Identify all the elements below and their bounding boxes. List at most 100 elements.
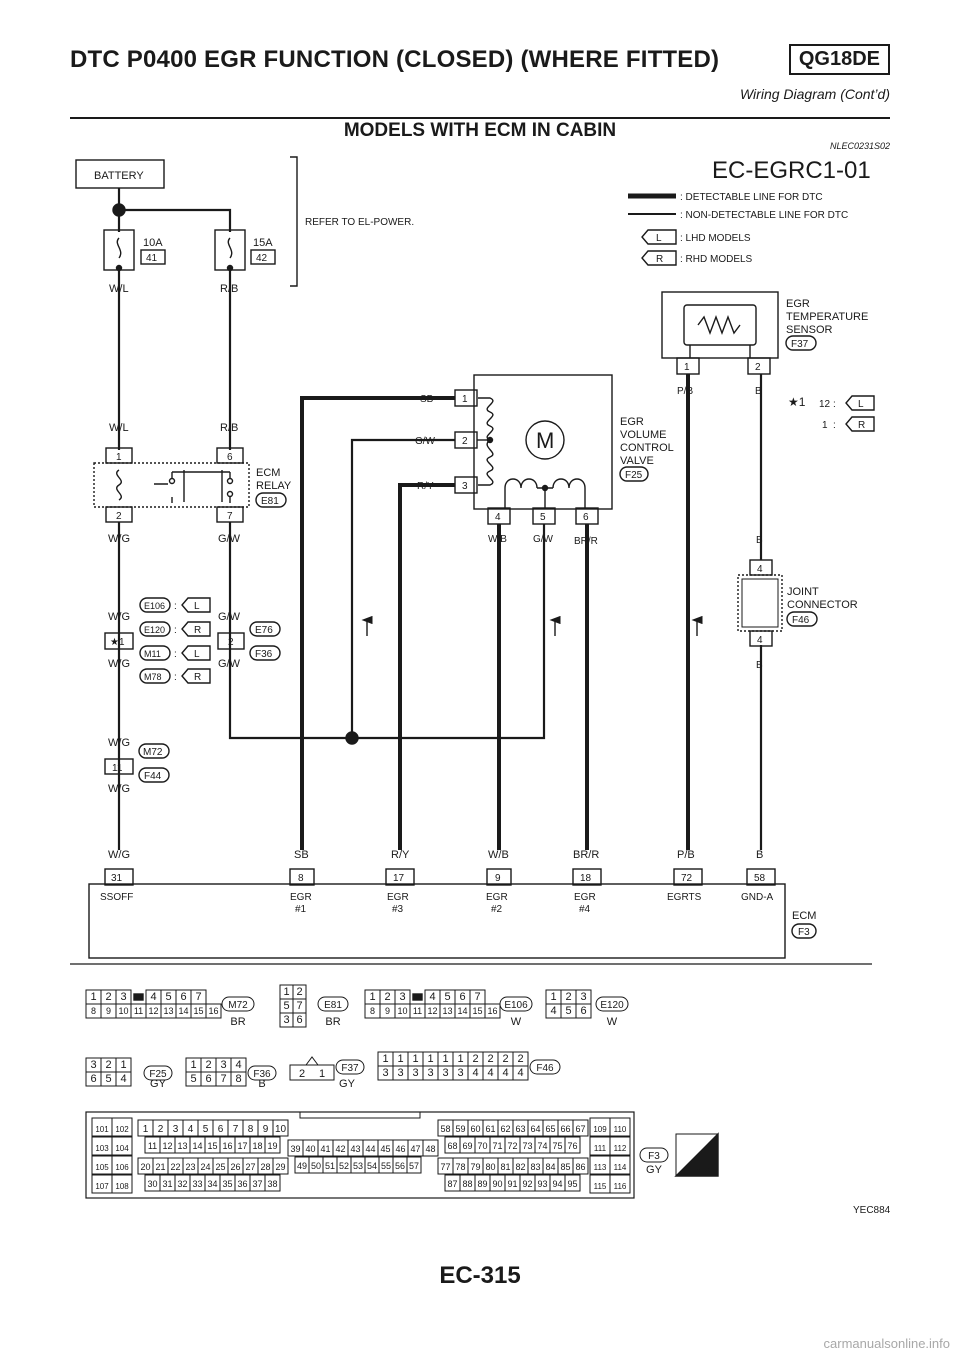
relay-wire-6: R/B xyxy=(220,422,238,434)
joint-wire-bot: B xyxy=(756,660,763,671)
e106-top-pin: 2 xyxy=(384,991,390,1003)
f46-bottom-pin: 4 xyxy=(502,1067,508,1079)
f3-q1-pin: 58 xyxy=(440,1124,450,1134)
egr-valve-pin-3-num: 3 xyxy=(462,481,468,492)
gw-conn-b: F36 xyxy=(255,649,273,660)
f3-left-pin: 104 xyxy=(115,1144,129,1153)
f3-q1-pin: 61 xyxy=(485,1124,495,1134)
f3-left-cell xyxy=(111,1155,133,1175)
f3-r1-pin: 4 xyxy=(188,1124,194,1135)
conn-e106-tag xyxy=(181,597,211,613)
f46-top-pin: 1 xyxy=(382,1053,388,1065)
f3-q3-pin: 82 xyxy=(515,1162,525,1172)
f3-r4-pin: 35 xyxy=(222,1179,232,1189)
e106-bottom-pin: 11 xyxy=(413,1006,422,1016)
egr-valve-pin-6-num: 6 xyxy=(583,512,589,523)
star-note-star: ★1 xyxy=(788,395,806,409)
f46-top-pin: 2 xyxy=(517,1053,523,1065)
f3-right-pin: 114 xyxy=(614,1163,627,1172)
conn-e106-pill xyxy=(139,597,171,613)
f3-q4-pin: 88 xyxy=(462,1179,472,1189)
f3-r4-cell xyxy=(264,1174,281,1192)
f46-top-pin: 1 xyxy=(457,1053,463,1065)
wire-gw-valve xyxy=(350,438,455,738)
f3-right-cell xyxy=(609,1155,631,1175)
ecm-pin-8 xyxy=(289,868,315,886)
fuse-42-dot xyxy=(226,264,234,272)
legend-lhd: : LHD MODELS xyxy=(680,233,751,244)
f37-pin: 2 xyxy=(299,1068,305,1080)
e120-color: W xyxy=(607,1016,618,1028)
f25-color: GY xyxy=(150,1078,167,1090)
f36-id: F36 xyxy=(253,1069,271,1080)
f46-bottom-pin: 3 xyxy=(427,1067,433,1079)
f3-q1-pin: 65 xyxy=(545,1124,555,1134)
legend-lhd-tag-text: L xyxy=(656,233,662,244)
e106-top-pin: 7 xyxy=(474,991,480,1003)
ecm-wire-8: SB xyxy=(294,849,309,861)
egr-valve-motor-label: M xyxy=(536,428,554,453)
f25-top-pin: 1 xyxy=(120,1059,126,1071)
e106-top-latch xyxy=(412,993,423,1001)
e81-r3-pin: 6 xyxy=(296,1014,302,1026)
f3-color: GY xyxy=(646,1164,663,1176)
star-note-b-tag xyxy=(845,416,875,432)
f3-q4-pin: 91 xyxy=(507,1179,517,1189)
header-rule xyxy=(70,117,890,119)
f3-m1-pin: 40 xyxy=(305,1144,315,1154)
joint-pin-bot xyxy=(749,630,773,647)
egr-valve-pin-1-num: 1 xyxy=(462,394,468,405)
ecm-label-egrts: EGRTS xyxy=(667,892,702,903)
f3-m1-pin: 43 xyxy=(350,1144,360,1154)
f3-r4-pin: 32 xyxy=(177,1179,187,1189)
f25-id: F25 xyxy=(149,1069,167,1080)
e106-top-pin: 5 xyxy=(444,991,450,1003)
f3-m1-pin: 47 xyxy=(410,1144,420,1154)
egr-valve-motor xyxy=(525,420,565,460)
gw-wire-b: G/W xyxy=(218,658,241,670)
wg-wire-a: W/G xyxy=(108,611,130,623)
f3-left-pin: 105 xyxy=(95,1163,109,1172)
f3-pill xyxy=(639,1147,669,1163)
f3-m1-pin: 42 xyxy=(335,1144,345,1154)
f3-m2-pin: 55 xyxy=(381,1161,391,1171)
ecm-label-gnda: GND-A xyxy=(741,892,774,903)
f3-q1-pin: 63 xyxy=(515,1124,525,1134)
f3-right-cell xyxy=(609,1136,631,1156)
f3-m2-pin: 50 xyxy=(311,1161,321,1171)
conn-m78-tag xyxy=(181,668,211,684)
e120-id: E120 xyxy=(600,1000,624,1011)
ecm-wire-58: B xyxy=(756,849,763,861)
m72-conn-b: F44 xyxy=(144,771,162,782)
m72-pin-num: 11 xyxy=(112,763,123,774)
f3-outline xyxy=(85,1111,635,1199)
m72-wire-a: W/G xyxy=(108,737,130,749)
gw-pin-num: 2 xyxy=(228,637,234,648)
f3-r3-cell xyxy=(272,1157,289,1175)
f37-pill xyxy=(335,1059,365,1075)
e120-bottom-pin: 4 xyxy=(550,1005,556,1017)
f3-right-pin: 113 xyxy=(594,1163,607,1172)
egr-valve-pin-2-num: 2 xyxy=(462,436,468,447)
f3-q2-pin: 69 xyxy=(462,1141,472,1151)
f3-m2-pin: 56 xyxy=(395,1161,405,1171)
relay-box xyxy=(93,462,250,508)
f3-id: F3 xyxy=(648,1151,660,1162)
e106-top-pin: 3 xyxy=(399,991,405,1003)
f3-r2-pin: 15 xyxy=(207,1141,217,1151)
battery-label: BATTERY xyxy=(94,170,144,182)
f3-r4-pin: 37 xyxy=(252,1179,262,1189)
ecm-wire-72: P/B xyxy=(677,849,695,861)
e120-top-pin: 3 xyxy=(580,991,586,1003)
e81-r2-pin: 5 xyxy=(283,1000,289,1012)
legend-rhd-tag-text: R xyxy=(656,254,663,265)
f25-bottom-cell xyxy=(115,1071,132,1087)
f3-m1-pin: 44 xyxy=(365,1144,375,1154)
f37-color: GY xyxy=(339,1078,356,1090)
ecm-label-egr2-b: #2 xyxy=(491,904,503,915)
conn-e120-tag-text: R xyxy=(194,625,201,636)
m72-bottom-pin: 10 xyxy=(118,1006,128,1016)
m72-top-pin: 5 xyxy=(165,991,171,1003)
conn-m11-tag-text: L xyxy=(194,649,200,660)
egr-valve-coil-bottom xyxy=(504,478,586,489)
